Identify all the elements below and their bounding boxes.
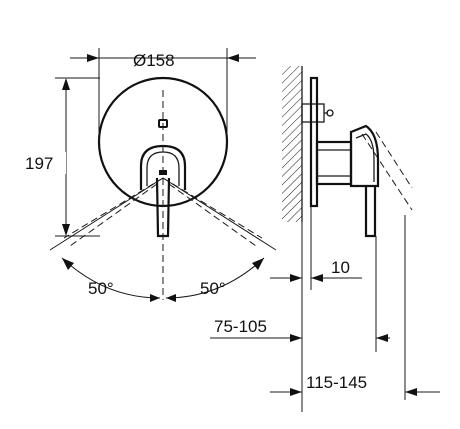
rotation-line-left [63, 177, 164, 239]
dimension-angle-left: 50° [88, 279, 114, 298]
lever-side [364, 186, 377, 238]
dimension-wall-offset: 10 [331, 258, 350, 277]
side-view: 10 75-105 115-145 [210, 66, 440, 412]
dimension-height: 197 [25, 154, 53, 173]
dimension-diameter: Ø158 [133, 51, 175, 70]
wall-hatch [282, 66, 302, 222]
cover-plate [97, 76, 229, 208]
handle-body-side [349, 124, 380, 188]
front-view: Ø158 197 50° 50° [24, 48, 277, 302]
dimension-depth-a: 75-105 [214, 317, 267, 336]
dimension-depth-b: 115-145 [306, 373, 367, 392]
rotation-line-right [162, 177, 263, 239]
dimension-angle-right: 50° [200, 279, 226, 298]
